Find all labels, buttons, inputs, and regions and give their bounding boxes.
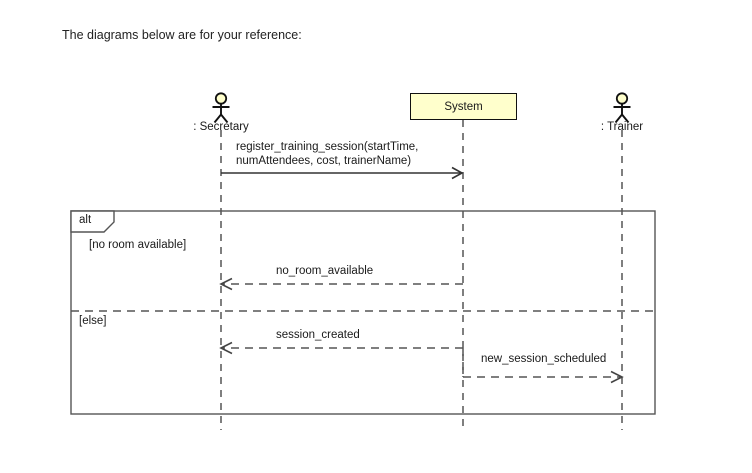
participant-trainer[interactable]: : Trainer xyxy=(562,90,682,134)
participant-label-trainer: : Trainer xyxy=(600,121,644,133)
participant-label-secretary: : Secretary xyxy=(193,121,249,133)
message-arrow-register-training-session xyxy=(221,166,464,180)
fragment-frame-alt xyxy=(70,210,656,415)
message-arrow-no-room-available xyxy=(219,277,463,291)
stick-figure-icon-trainer xyxy=(613,92,631,124)
participant-system[interactable]: System xyxy=(410,93,517,120)
fragment-operator-tab xyxy=(70,210,115,233)
actor-icon-trainer xyxy=(562,90,682,120)
participant-secretary[interactable]: : Secretary xyxy=(161,90,281,134)
actor-icon-secretary xyxy=(161,90,281,120)
fragment-operator-label: alt xyxy=(79,214,92,226)
intro-caption: The diagrams below are for your referenc… xyxy=(62,28,302,42)
fragment-guard-no-room-available: [no room available] xyxy=(89,239,187,251)
participant-label-system: System xyxy=(444,100,483,113)
message-label-new-session-scheduled: new_session_scheduled xyxy=(481,353,607,365)
message-label-no-room-available: no_room_available xyxy=(276,265,374,277)
message-arrow-new-session-scheduled xyxy=(463,370,624,384)
fragment-guard-else: [else] xyxy=(79,315,107,327)
stick-figure-icon-secretary xyxy=(212,92,230,124)
message-arrow-session-created xyxy=(219,341,463,355)
message-label-session-created: session_created xyxy=(276,329,360,341)
message-label-register-training-session: register_training_session(startTime, num… xyxy=(236,141,419,167)
